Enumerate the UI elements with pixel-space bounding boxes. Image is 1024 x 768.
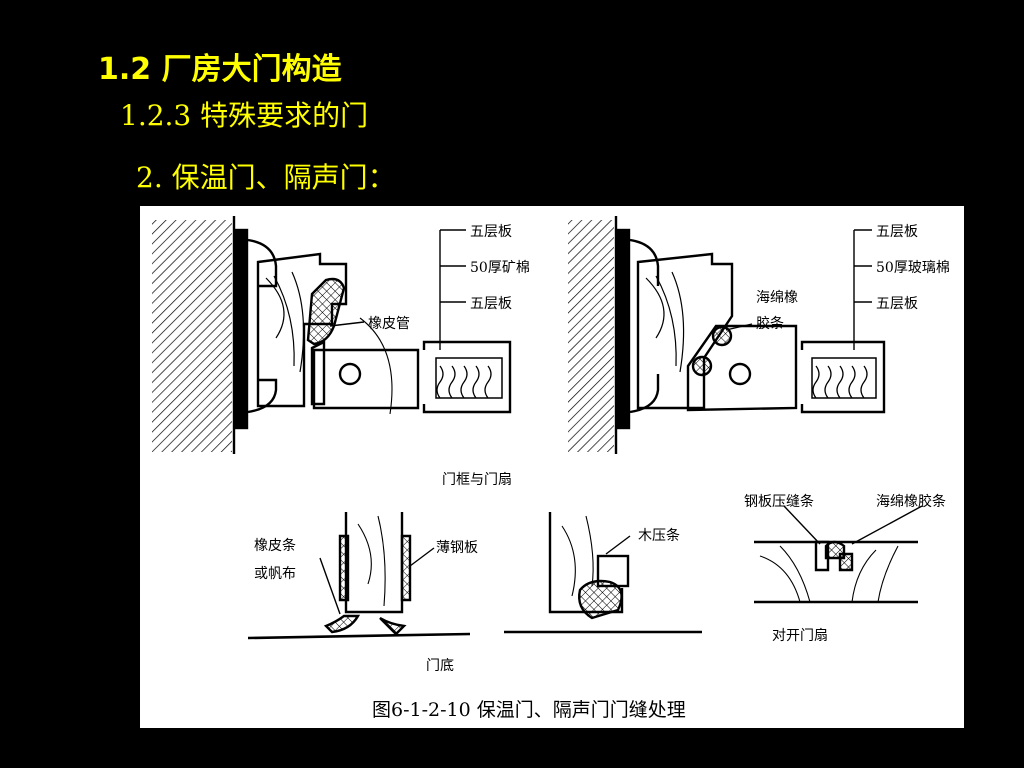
double-door-caption: 对开门扇	[772, 628, 828, 644]
sponge-strip-label: 海绵橡胶条	[876, 493, 946, 510]
slide-subheading: 1.2.3 特殊要求的门	[120, 99, 369, 132]
door-bottom-middle	[504, 512, 702, 634]
door-bottom-left	[247, 512, 471, 640]
slide-item: 2. 保温门、隔声门：	[136, 161, 396, 194]
left-callout-2: 50厚矿棉	[470, 259, 530, 276]
thin-steel-label: 薄钢板	[436, 540, 478, 556]
rubber-strip-line1: 橡皮条	[254, 537, 296, 554]
right-callout-2: 50厚玻璃棉	[876, 259, 950, 276]
wood-strip-label: 木压条	[638, 527, 680, 544]
frame-caption: 门框与门扇	[442, 472, 512, 488]
rubber-tube-label: 橡皮管	[368, 316, 410, 332]
figure-caption: 图6-1-2-10 保温门、隔声门门缝处理	[372, 699, 686, 721]
right-callout-3: 五层板	[876, 296, 918, 312]
callout-lines	[319, 229, 923, 615]
door-bottom-caption: 门底	[426, 658, 454, 674]
sponge-label-line2: 胶条	[756, 315, 784, 332]
right-frame-detail	[568, 216, 886, 454]
double-door-joint	[754, 540, 918, 604]
left-frame-detail	[152, 216, 512, 454]
rubber-strip-line2: 或帆布	[254, 566, 296, 582]
left-callout-3: 五层板	[470, 296, 512, 312]
left-callout-1: 五层板	[470, 224, 512, 240]
door-gap-drawing: 五层板 50厚矿棉 五层板 橡皮管 五层板 50厚玻璃棉 五层板 海绵橡 胶条 …	[152, 216, 950, 721]
steel-strip-label: 钢板压缝条	[744, 493, 814, 510]
sponge-label-line1: 海绵橡	[756, 289, 798, 306]
slide-heading: 1.2 厂房大门构造	[98, 52, 342, 87]
right-callout-1: 五层板	[876, 224, 918, 240]
door-gap-diagram: 五层板 50厚矿棉 五层板 橡皮管 五层板 50厚玻璃棉 五层板 海绵橡 胶条 …	[140, 206, 964, 728]
